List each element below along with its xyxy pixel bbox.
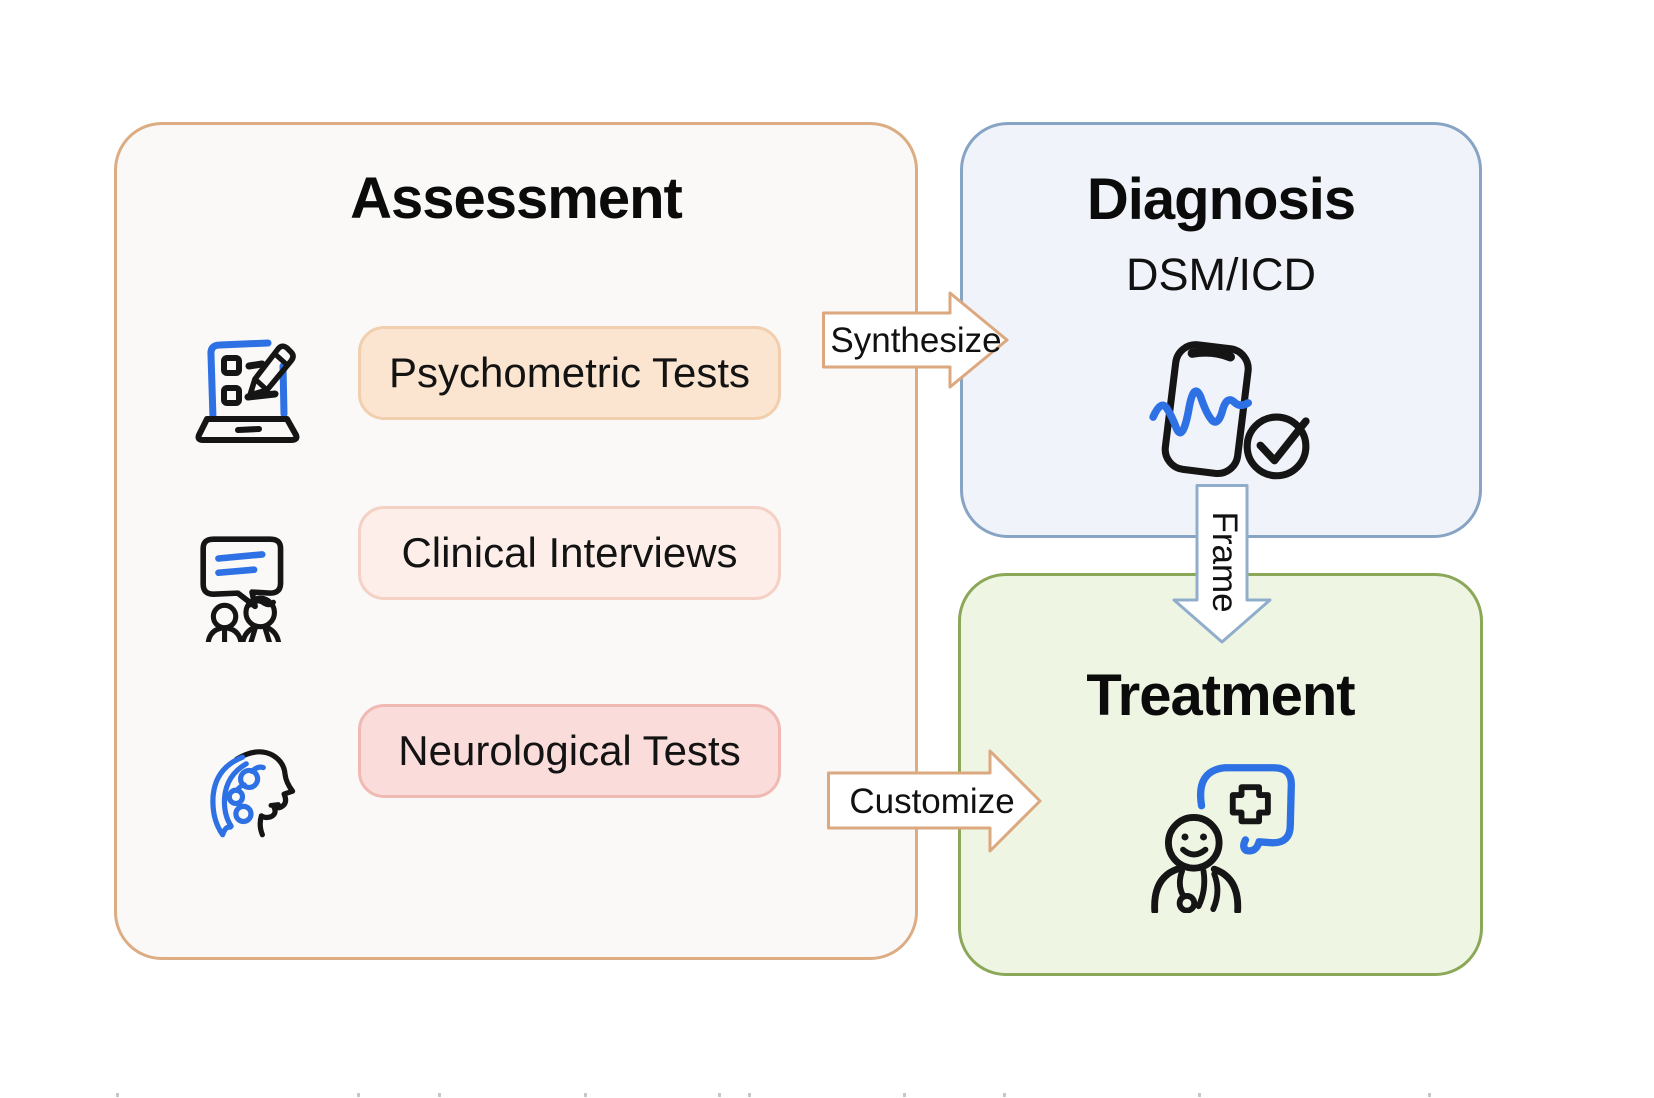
frame-arrow-label: Frame <box>1205 511 1244 612</box>
cropped-caption-fragment <box>0 1093 1654 1098</box>
diagnosis-panel: Diagnosis DSM/ICD <box>960 122 1482 538</box>
laptop-checklist-icon <box>188 328 308 443</box>
head-circuit-icon <box>199 743 303 847</box>
clinical-interviews-pill: Clinical Interviews <box>358 506 781 600</box>
psychometric-tests-pill: Psychometric Tests <box>358 326 781 420</box>
phone-waveform-check-icon <box>1145 338 1317 485</box>
psychometric-tests-label: Psychometric Tests <box>389 349 750 396</box>
clinical-interviews-label: Clinical Interviews <box>401 529 738 576</box>
customize-arrow: Customize <box>827 749 1042 853</box>
synthesize-arrow-label: Synthesize <box>830 321 1001 360</box>
synthesize-arrow: Synthesize <box>822 291 1010 389</box>
assessment-title: Assessment <box>350 166 683 231</box>
frame-arrow: Frame <box>1172 484 1272 644</box>
customize-arrow-label: Customize <box>849 782 1014 821</box>
neurological-tests-label: Neurological Tests <box>398 727 741 774</box>
neurological-tests-pill: Neurological Tests <box>358 704 781 798</box>
speech-people-icon <box>193 530 305 645</box>
diagnosis-subtitle: DSM/ICD <box>1126 249 1316 300</box>
diagnosis-title: Diagnosis <box>1086 167 1356 232</box>
doctor-speech-cross-icon <box>1143 757 1304 915</box>
treatment-title: Treatment <box>1086 663 1355 728</box>
assessment-panel: Assessment Psychomet <box>114 122 918 960</box>
